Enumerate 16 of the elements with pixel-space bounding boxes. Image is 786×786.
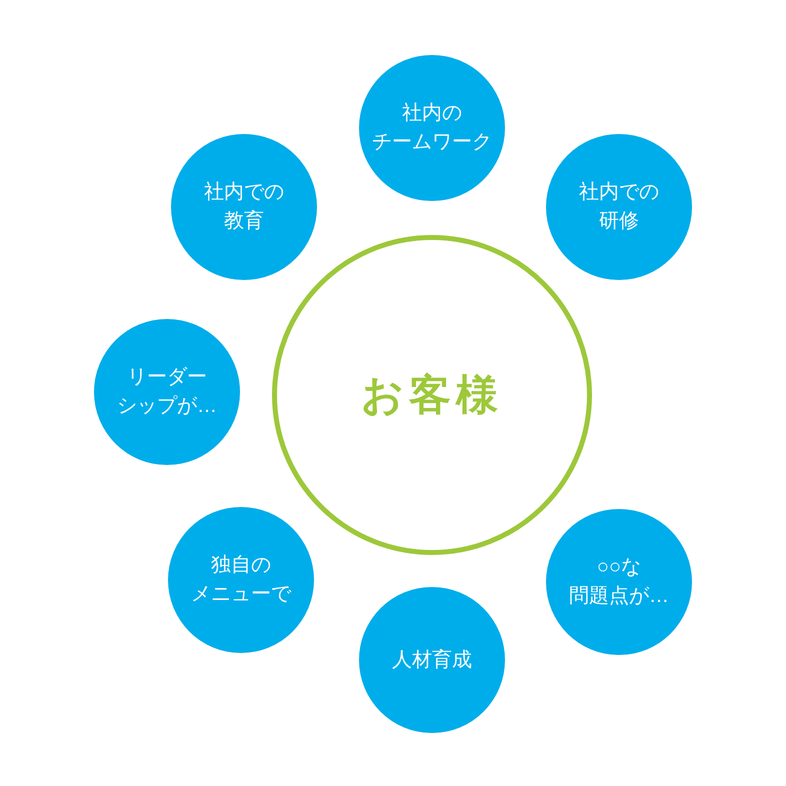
circle-label: 社内での教育 (204, 180, 284, 234)
topic-circle (168, 507, 314, 653)
topic-circle (94, 319, 240, 465)
topic-circle (359, 55, 505, 201)
topic-circle (171, 134, 317, 280)
topic-circle (546, 134, 692, 280)
circle-label: 独自のメニューで (191, 553, 291, 607)
center-circle (272, 235, 592, 555)
circle-label: ○○な問題点が… (569, 555, 669, 609)
circle-label: 社内のチームワーク (372, 101, 492, 155)
center-label: お客様 (361, 370, 503, 420)
topic-circle (546, 509, 692, 655)
topic-circle (359, 587, 505, 733)
circle-label: 社内での研修 (579, 180, 659, 234)
circle-label: 人材育成 (392, 648, 472, 672)
circle-label: リーダーシップが… (117, 365, 217, 419)
